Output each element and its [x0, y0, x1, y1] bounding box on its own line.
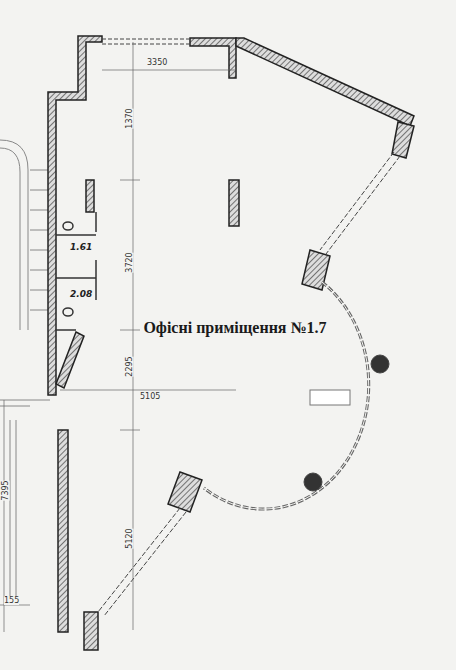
dimension-label: 3720 — [124, 252, 133, 272]
dimension-label: 1370 — [124, 108, 133, 128]
room-area: 1.61 — [70, 242, 92, 252]
dimension-label: 3350 — [147, 58, 167, 67]
dimension-label: 155 — [4, 596, 19, 605]
room-area: 2.08 — [70, 289, 92, 299]
stairs — [0, 140, 50, 600]
room-title: Офісні приміщення №1.7 — [140, 318, 330, 338]
dimension-lines — [0, 42, 236, 632]
toilets — [56, 212, 96, 330]
dimension-label: 5120 — [124, 528, 133, 548]
dimension-label: 2295 — [124, 356, 133, 376]
dimension-label: 5105 — [140, 392, 160, 401]
windows — [98, 39, 400, 616]
walls — [48, 36, 414, 650]
dimension-label: 7395 — [1, 480, 10, 500]
